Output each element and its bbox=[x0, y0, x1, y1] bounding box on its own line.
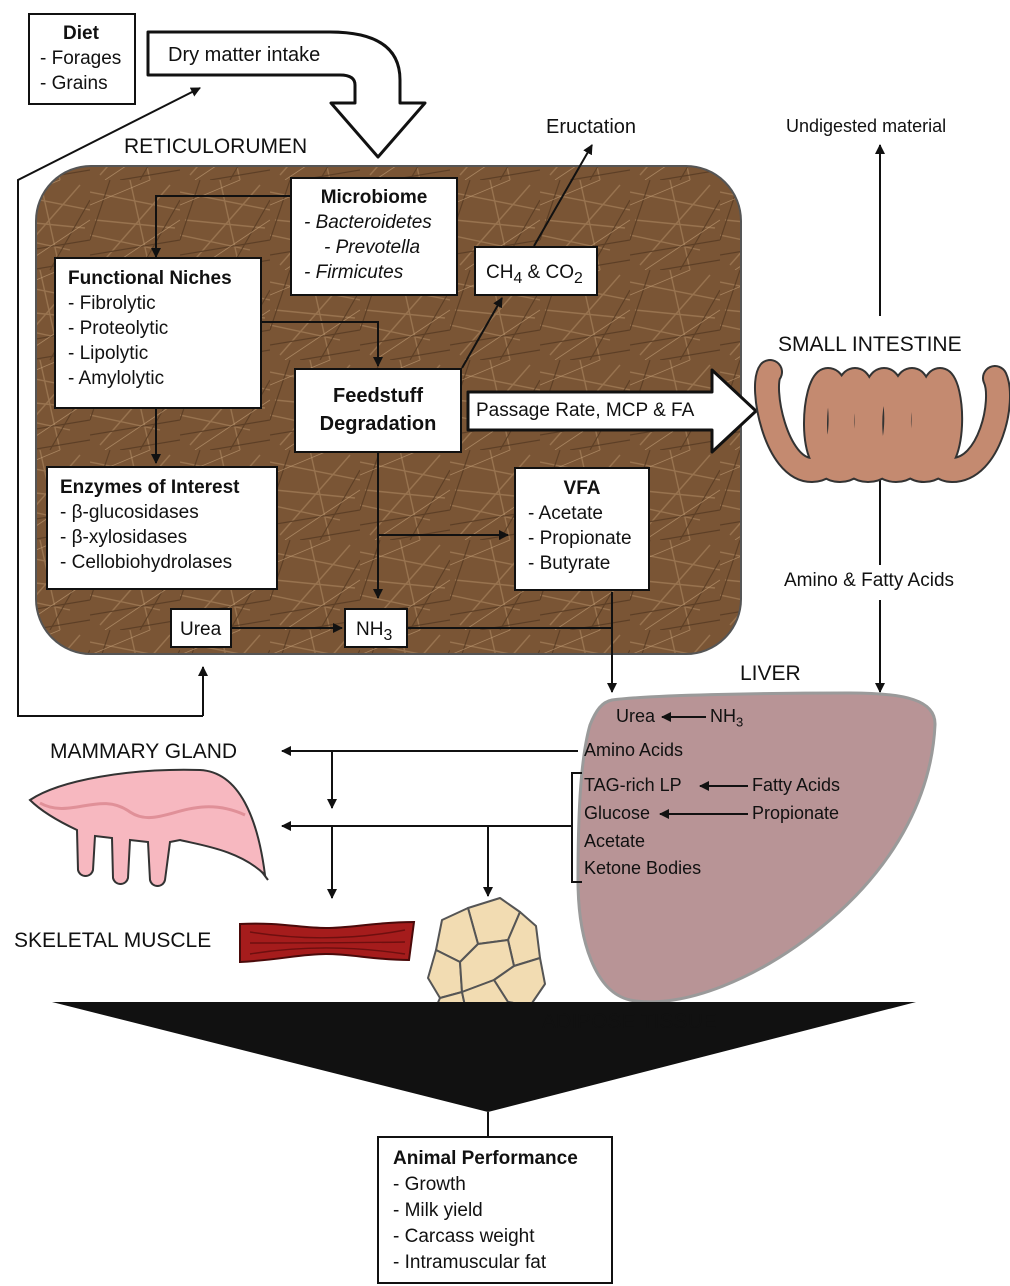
animal-performance-title: Animal Performance bbox=[393, 1146, 611, 1172]
urea-box-text: Urea bbox=[180, 619, 221, 640]
functional-niches-box: Functional Niches - Fibrolytic - Proteol… bbox=[54, 257, 262, 409]
performance-item: - Growth bbox=[393, 1172, 611, 1198]
skeletal-muscle-label: SKELETAL MUSCLE bbox=[14, 929, 211, 953]
liver-nh3: NH3 bbox=[710, 706, 743, 730]
ch4-co2-box: CH4 & CO2 bbox=[474, 246, 598, 296]
diet-item: - Grains bbox=[40, 71, 134, 96]
enzymes-title: Enzymes of Interest bbox=[60, 475, 276, 500]
enzymes-box: Enzymes of Interest - β-glucosidases - β… bbox=[46, 466, 278, 590]
urea-box: Urea bbox=[170, 608, 232, 648]
niche-item: - Lipolytic bbox=[68, 341, 260, 366]
ch4-subscript: 4 bbox=[513, 270, 522, 287]
vfa-item: - Propionate bbox=[528, 526, 648, 551]
niche-item: - Amylolytic bbox=[68, 366, 260, 391]
liver-acetate: Acetate bbox=[584, 831, 645, 852]
nh3-box-subscript: 3 bbox=[383, 627, 392, 644]
ch4-text: CH bbox=[486, 262, 513, 283]
feedstuff-degradation-box: Feedstuff Degradation bbox=[294, 368, 462, 453]
enzyme-item: - β-glucosidases bbox=[60, 500, 276, 525]
liver-tag-rich-lp: TAG-rich LP bbox=[584, 775, 682, 796]
performance-item: - Intramuscular fat bbox=[393, 1250, 611, 1276]
liver-amino-acids: Amino Acids bbox=[584, 740, 683, 761]
microbiome-item: - Prevotella bbox=[304, 235, 456, 260]
diet-box: Diet - Forages - Grains bbox=[28, 13, 136, 105]
performance-item: - Carcass weight bbox=[393, 1224, 611, 1250]
microbiome-item: - Bacteroidetes bbox=[304, 210, 456, 235]
liver-urea: Urea bbox=[616, 706, 655, 727]
diet-title: Diet bbox=[40, 21, 134, 46]
co2-subscript: 2 bbox=[574, 270, 583, 287]
animal-performance-box: Animal Performance - Growth - Milk yield… bbox=[377, 1136, 613, 1284]
passage-rate-label: Passage Rate, MCP & FA bbox=[476, 400, 694, 422]
skeletal-muscle-shape bbox=[240, 922, 414, 962]
microbiome-item: - Firmicutes bbox=[304, 260, 456, 285]
liver-title: LIVER bbox=[740, 662, 801, 686]
liver-fatty-acids: Fatty Acids bbox=[752, 775, 840, 796]
enzyme-item: - β-xylosidases bbox=[60, 525, 276, 550]
liver-glucose: Glucose bbox=[584, 803, 650, 824]
microbiome-box: Microbiome - Bacteroidetes - Prevotella … bbox=[290, 177, 458, 296]
liver-propionate: Propionate bbox=[752, 803, 839, 824]
small-intestine-label: SMALL INTESTINE bbox=[778, 333, 962, 357]
vfa-box: VFA - Acetate - Propionate - Butyrate bbox=[514, 467, 650, 591]
liver-ketone-bodies: Ketone Bodies bbox=[584, 858, 701, 879]
microbiome-title: Microbiome bbox=[304, 185, 456, 210]
feedstuff-line1: Feedstuff bbox=[296, 382, 460, 410]
niche-item: - Proteolytic bbox=[68, 316, 260, 341]
co2-text: & CO bbox=[522, 262, 574, 283]
eructation-label: Eructation bbox=[546, 116, 636, 139]
undigested-material-label: Undigested material bbox=[786, 116, 946, 137]
functional-niches-title: Functional Niches bbox=[68, 266, 260, 291]
amino-fatty-acids-label: Amino & Fatty Acids bbox=[784, 570, 954, 592]
adipose-tissue-label: ADIPOSE TISSUE bbox=[542, 1010, 717, 1034]
vfa-item: - Butyrate bbox=[528, 551, 648, 576]
niche-item: - Fibrolytic bbox=[68, 291, 260, 316]
performance-chevron bbox=[52, 1002, 916, 1112]
dry-matter-intake-label: Dry matter intake bbox=[168, 44, 320, 67]
vfa-title: VFA bbox=[528, 476, 648, 501]
feedstuff-line2: Degradation bbox=[296, 410, 460, 438]
diet-item: - Forages bbox=[40, 46, 134, 71]
enzyme-item: - Cellobiohydrolases bbox=[60, 550, 276, 575]
reticulorumen-label: RETICULORUMEN bbox=[124, 135, 307, 159]
mammary-gland-shape bbox=[30, 770, 268, 886]
small-intestine-shape bbox=[767, 372, 998, 470]
nh3-box-text: NH bbox=[356, 619, 383, 640]
performance-item: - Milk yield bbox=[393, 1198, 611, 1224]
vfa-item: - Acetate bbox=[528, 501, 648, 526]
nh3-box: NH3 bbox=[344, 608, 408, 648]
mammary-gland-label: MAMMARY GLAND bbox=[50, 740, 237, 764]
